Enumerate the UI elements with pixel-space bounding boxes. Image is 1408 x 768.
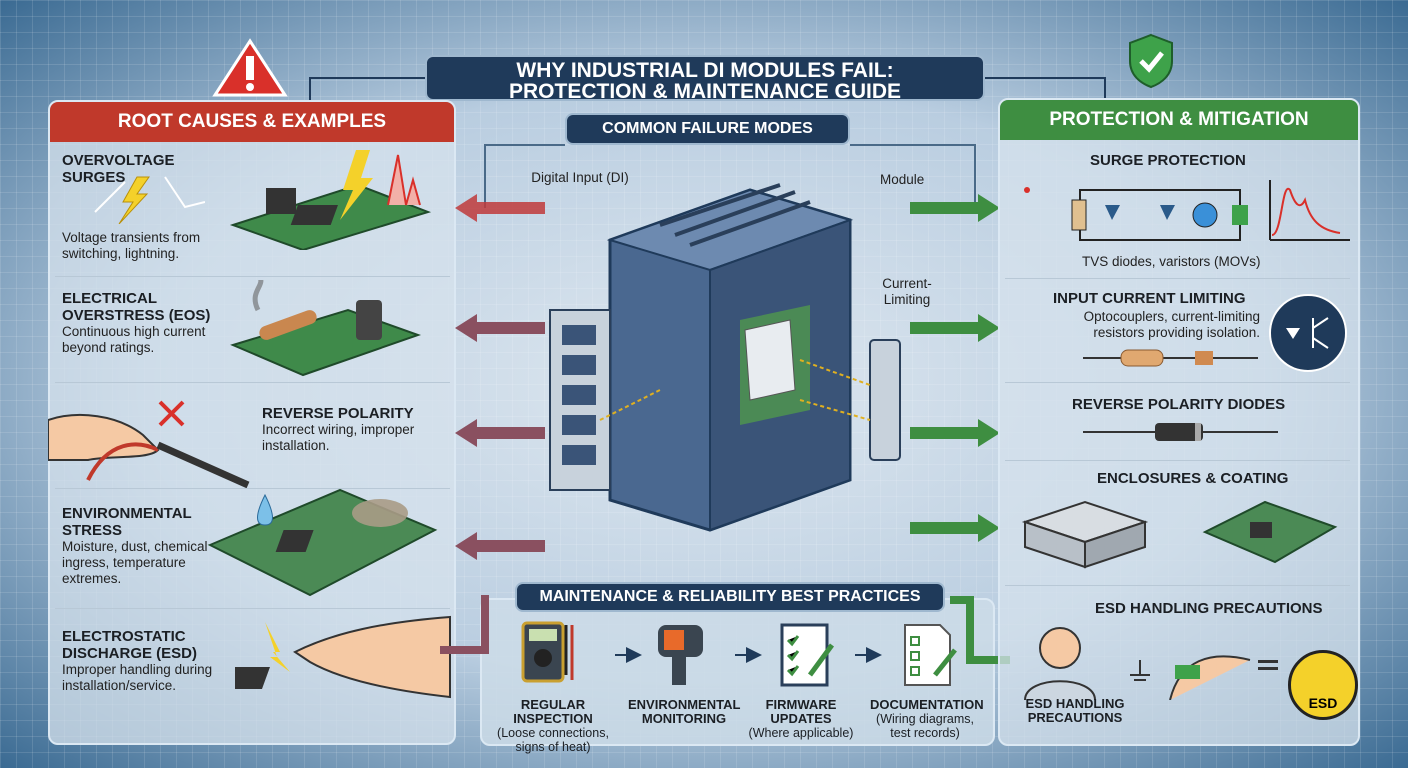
cause-esd: ELECTROSTATIC DISCHARGE (ESD)Improper ha…: [62, 628, 242, 694]
enclosures-title: ENCLOSURES & COATING: [1097, 470, 1289, 487]
step-desc: (Wiring diagrams, test records): [876, 712, 974, 740]
current-limiting-desc: Optocouplers, current-limiting resistors…: [1083, 309, 1260, 340]
failure-mode-arrows: [455, 144, 1000, 560]
step-title: DOCUMENTATION: [870, 697, 984, 712]
divider: [55, 276, 450, 277]
environmental-pcb-illustration: [207, 488, 438, 597]
cause-desc: Continuous high current beyond ratings.: [62, 324, 206, 355]
cause-overvoltage: OVERVOLTAGE SURGES: [62, 152, 242, 186]
step-title: ENVIRONMENTAL MONITORING: [628, 697, 741, 726]
maintenance-icons: [521, 621, 957, 687]
cause-eos: ELECTRICAL OVERSTRESS (EOS)Continuous hi…: [62, 290, 232, 356]
current-limiting-label: Current-Limiting: [882, 276, 932, 307]
optocoupler-icon: [1269, 294, 1347, 372]
cause-title: OVERVOLTAGE SURGES: [62, 152, 175, 186]
step-environmental-monitoring: ENVIRONMENTAL MONITORING: [628, 698, 740, 726]
lightning-icon: [94, 176, 205, 224]
failure-modes-header: COMMON FAILURE MODES: [565, 113, 850, 145]
cause-desc: Moisture, dust, chemical ingress, temper…: [62, 539, 208, 586]
surge-pcb-illustration: [229, 150, 432, 250]
shield-check-icon: [1129, 33, 1173, 89]
equals-sign: [1258, 660, 1278, 670]
di-module-illustration: [549, 183, 901, 532]
step-firmware-updates: FIRMWARE UPDATES(Where applicable): [742, 697, 860, 741]
cause-title: REVERSE POLARITY: [262, 405, 414, 422]
diode-icon: [1083, 423, 1278, 441]
cause-desc: Voltage transients from switching, light…: [62, 230, 201, 261]
divider: [55, 382, 450, 383]
step-desc: (Where applicable): [748, 726, 854, 740]
maintenance-header: MAINTENANCE & RELIABILITY BEST PRACTICES: [515, 582, 945, 612]
hand-wire-illustration: [48, 400, 250, 489]
page-title: WHY INDUSTRIAL DI MODULES FAIL:PROTECTIO…: [425, 55, 985, 102]
di-label: Digital Input (DI): [531, 170, 629, 185]
root-causes-header: ROOT CAUSES & EXAMPLES: [50, 102, 454, 142]
protection-header: PROTECTION & MITIGATION: [1000, 100, 1358, 140]
surge-protection-desc: TVS diodes, varistors (MOVs): [1082, 254, 1261, 269]
cause-desc: Incorrect wiring, improper installation.: [262, 422, 415, 453]
esd-handling-title: ESD HANDLING PRECAUTIONS: [1095, 600, 1323, 617]
warning-icon: [212, 38, 288, 97]
divider: [1005, 460, 1350, 461]
surge-circuit-diagram: [1024, 180, 1350, 241]
step-regular-inspection: REGULAR INSPECTION(Loose connections, si…: [488, 697, 618, 755]
esd-sign-label: ESD: [1308, 695, 1338, 711]
step-title: FIRMWARE UPDATES: [765, 697, 837, 726]
maintenance-connectors: [440, 595, 1010, 664]
divider: [55, 488, 450, 489]
module-label: Module: [880, 172, 925, 187]
esd-warning-sign: ESD: [1288, 650, 1358, 720]
current-limiting-title: INPUT CURRENT LIMITING: [1053, 290, 1246, 307]
cause-title: ELECTROSTATIC DISCHARGE (ESD): [62, 628, 198, 662]
eos-pcb-illustration: [230, 280, 422, 377]
step-title: REGULAR INSPECTION: [513, 697, 593, 726]
divider: [55, 608, 450, 609]
enclosure-illustrations: [1021, 500, 1338, 569]
reverse-polarity-diodes-title: REVERSE POLARITY DIODES: [1072, 396, 1286, 413]
esd-caption: ESD HANDLING PRECAUTIONS: [1025, 696, 1125, 725]
esd-hand-illustration: [235, 615, 451, 699]
divider: [1005, 585, 1350, 586]
divider: [1005, 278, 1350, 279]
surge-protection-title: SURGE PROTECTION: [1090, 152, 1246, 169]
step-documentation: DOCUMENTATION(Wiring diagrams, test reco…: [870, 698, 984, 741]
cause-title: ENVIRONMENTAL STRESS: [62, 505, 192, 539]
title-connectors: [309, 77, 1106, 100]
resistor-icon: [1083, 349, 1258, 367]
step-desc: (Loose connections, signs of heat): [497, 726, 609, 754]
divider: [1005, 382, 1350, 383]
cause-desc: Improper handling during installation/se…: [62, 662, 213, 693]
cause-title: ELECTRICAL OVERSTRESS (EOS): [62, 290, 211, 324]
esd-person-wrist-strap-illustration: [1024, 627, 1251, 700]
